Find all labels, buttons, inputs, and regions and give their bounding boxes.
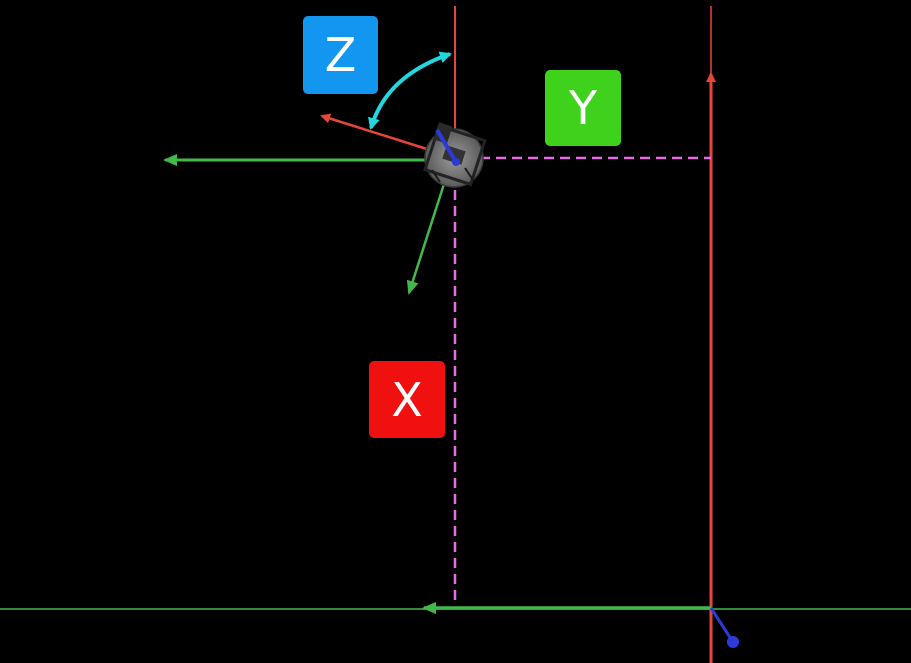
- rotation-arrow-icon: [368, 51, 452, 130]
- z-axis-badge: Z: [303, 16, 378, 94]
- robot-top-view-icon: [423, 122, 487, 188]
- robot-rotated-x-axis: [320, 113, 431, 152]
- x-axis-badge: X: [369, 361, 445, 438]
- world-z-axis: [709, 607, 735, 643]
- world-z-axis-tip: [727, 636, 739, 648]
- y-axis-badge: Y: [545, 70, 621, 146]
- robot-rotated-y-axis: [406, 183, 446, 295]
